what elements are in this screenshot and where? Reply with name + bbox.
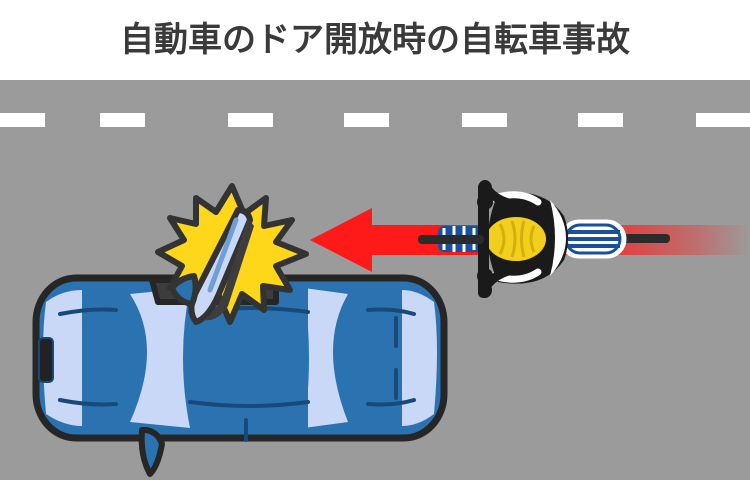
lane-dash: [344, 113, 389, 127]
lane-dash: [228, 113, 273, 127]
rear-window: [304, 288, 348, 428]
door-mirror: [169, 273, 199, 307]
header-bar: 自動車のドア開放時の自転車事故: [0, 0, 750, 80]
bike-rear-rack: [559, 219, 627, 259]
lane-dash: [578, 113, 623, 127]
arrow-head: [310, 208, 372, 272]
car-front-highlight: [43, 290, 82, 426]
helmet-vents: [498, 220, 536, 258]
rider-torso-highlight: [550, 200, 566, 276]
car-rear-highlight: [402, 290, 437, 426]
lane-marking-group: [0, 113, 750, 127]
collision-burst: [155, 180, 310, 330]
approaching-bicycle: [418, 180, 700, 300]
car-grille: [38, 337, 54, 383]
lane-dash: [696, 113, 750, 127]
lane-dash: [0, 113, 45, 127]
open-car-door: [169, 207, 254, 325]
lane-dash: [462, 113, 507, 127]
page-title: 自動車のドア開放時の自転車事故: [120, 20, 630, 60]
lane-dash: [100, 113, 145, 127]
bike-stem: [418, 235, 484, 244]
side-mirror-lower: [138, 427, 165, 477]
windshield: [130, 288, 190, 428]
